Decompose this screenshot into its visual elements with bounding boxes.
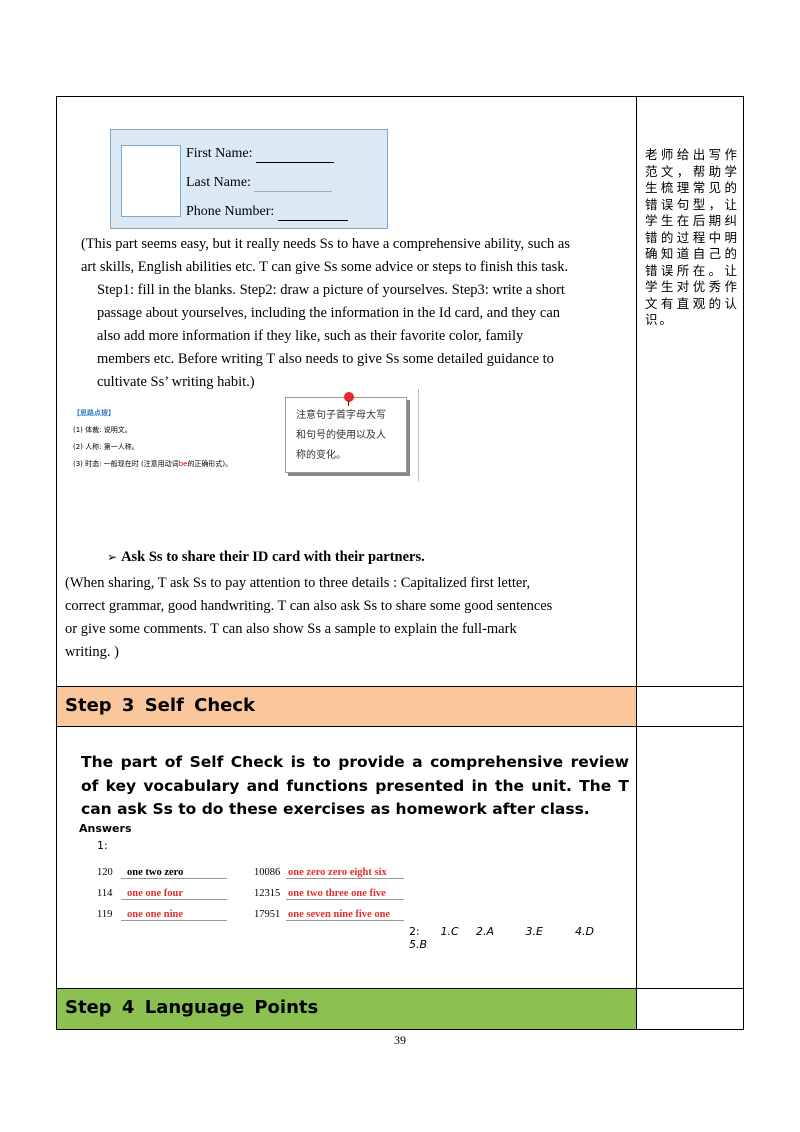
phone-blank bbox=[277, 204, 348, 221]
answer-value: one one nine bbox=[121, 909, 227, 921]
part2-answers: 2: 1.C 2.A 3.E 4.D 5.B bbox=[409, 925, 636, 951]
step3-title: Step 3 Self Check bbox=[65, 695, 256, 716]
sticky-note-line: 注意句子首字母大写 bbox=[296, 410, 386, 421]
note-paragraph-line: passage about yourselves, including the … bbox=[97, 305, 561, 321]
answer-item: 114 one one four bbox=[97, 888, 227, 900]
side-note: 老师给出写作范文，帮助学生梳理常见的错误句型，让学生在后期纠错的过程中明确知道自… bbox=[645, 147, 739, 327]
phone-line: Phone Number: bbox=[186, 204, 348, 221]
last-name-line: Last Name: bbox=[186, 175, 333, 192]
answer-item: 119 one one nine bbox=[97, 909, 227, 921]
note-paragraph-line: (This part seems easy, but it really nee… bbox=[81, 236, 570, 252]
phone-label: Phone Number: bbox=[186, 204, 275, 219]
note-paragraph-line: Step1: fill in the blanks. Step2: draw a… bbox=[97, 282, 565, 298]
share-bullet: ➢Ask Ss to share their ID card with thei… bbox=[107, 549, 425, 566]
empty-cell bbox=[637, 989, 743, 1029]
lesson-plan-table: First Name: Last Name: Phone Number: (Th… bbox=[56, 96, 744, 1030]
answer-value: one seven nine five one bbox=[286, 909, 404, 921]
tips-line: (2) 人称: 第一人称。 bbox=[73, 443, 139, 451]
mcq-answer: 1.C bbox=[440, 925, 459, 938]
answer-item: 10086 one zero zero eight six bbox=[254, 867, 404, 879]
answer-item: 17951 one seven nine five one bbox=[254, 909, 404, 921]
empty-cell bbox=[637, 727, 743, 988]
answer-number: 17951 bbox=[254, 909, 281, 920]
mcq-answer: 4.D bbox=[575, 925, 594, 938]
answer-value: one two zero bbox=[121, 867, 227, 879]
activity-cell: First Name: Last Name: Phone Number: (Th… bbox=[57, 97, 637, 686]
step3-header-cell: Step 3 Self Check bbox=[57, 687, 637, 726]
note-paragraph-line: art skills, English abilities etc. T can… bbox=[81, 259, 569, 275]
answers-label: Answers bbox=[79, 822, 132, 835]
id-card-sample: First Name: Last Name: Phone Number: bbox=[110, 129, 388, 229]
tips-line: (1) 体裁: 说明文。 bbox=[73, 426, 132, 434]
share-bullet-text: Ask Ss to share their ID card with their… bbox=[121, 549, 425, 565]
tips-text: (3) 时态: 一般现在时 (注意用动词 bbox=[73, 460, 179, 468]
first-name-label: First Name: bbox=[186, 146, 253, 161]
answer-number: 114 bbox=[97, 888, 113, 899]
answer-value: one one four bbox=[121, 888, 227, 900]
last-name-label: Last Name: bbox=[186, 175, 251, 190]
divider bbox=[418, 389, 419, 481]
arrow-bullet-icon: ➢ bbox=[107, 550, 118, 564]
answer-number: 120 bbox=[97, 867, 113, 878]
mcq-answer: 2.A bbox=[476, 925, 495, 938]
tips-line: (3) 时态: 一般现在时 (注意用动词be的正确形式)。 bbox=[73, 456, 232, 473]
side-note-cell: 老师给出写作范文，帮助学生梳理常见的错误句型，让学生在后期纠错的过程中明确知道自… bbox=[637, 97, 743, 686]
tips-highlight: be bbox=[178, 460, 188, 468]
sticky-note-line: 和句号的使用以及人 bbox=[296, 430, 386, 441]
part2-label: 2: bbox=[409, 925, 420, 938]
answer-item: 12315 one two three one five bbox=[254, 888, 404, 900]
mcq-answer: 3.E bbox=[525, 925, 543, 938]
share-paragraph-line: correct grammar, good handwriting. T can… bbox=[65, 598, 553, 614]
page-number: 39 bbox=[394, 1033, 406, 1047]
sticky-note-line: 称的变化。 bbox=[296, 450, 346, 461]
writing-tips: 【思路点拨】 (1) 体裁: 说明文。 (2) 人称: 第一人称。 (3) 时态… bbox=[73, 405, 232, 473]
step4-header-cell: Step 4 Language Points bbox=[57, 989, 637, 1029]
tips-title: 【思路点拨】 bbox=[73, 409, 115, 417]
first-name-line: First Name: bbox=[186, 146, 334, 163]
answer-number: 10086 bbox=[254, 867, 281, 878]
answer-number: 119 bbox=[97, 909, 113, 920]
photo-box bbox=[121, 145, 181, 217]
note-paragraph-line: cultivate Ss’ writing habit.) bbox=[97, 374, 255, 390]
step4-header-row: Step 4 Language Points bbox=[57, 989, 743, 1029]
answer-item: 120 one two zero bbox=[97, 867, 227, 879]
activity-row: First Name: Last Name: Phone Number: (Th… bbox=[57, 97, 743, 687]
sticky-note: 注意句子首字母大写 和句号的使用以及人 称的变化。 bbox=[285, 392, 407, 473]
note-paragraph-line: members etc. Before writing T also needs… bbox=[97, 351, 554, 367]
pushpin-icon bbox=[344, 392, 354, 402]
self-check-text: The part of Self Check is to provide a c… bbox=[81, 753, 629, 818]
answer-value: one two three one five bbox=[286, 888, 404, 900]
note-paragraph-line: also add more information if they like, … bbox=[97, 328, 524, 344]
answer-number: 12315 bbox=[254, 888, 281, 899]
tips-text: 的正确形式)。 bbox=[187, 460, 233, 468]
pushpin-stem bbox=[348, 400, 349, 406]
answer-value: one zero zero eight six bbox=[286, 867, 404, 879]
self-check-row: The part of Self Check is to provide a c… bbox=[57, 727, 743, 989]
empty-cell bbox=[637, 687, 743, 726]
share-paragraph-line: or give some comments. T can also show S… bbox=[65, 621, 517, 637]
step4-title: Step 4 Language Points bbox=[65, 997, 319, 1018]
share-paragraph-line: (When sharing, T ask Ss to pay attention… bbox=[65, 575, 531, 591]
share-paragraph-line: writing. ) bbox=[65, 644, 119, 660]
mcq-answer: 5.B bbox=[409, 938, 428, 951]
part1-label: 1: bbox=[97, 839, 108, 852]
last-name-blank bbox=[254, 175, 333, 192]
self-check-cell: The part of Self Check is to provide a c… bbox=[57, 727, 637, 988]
step3-header-row: Step 3 Self Check bbox=[57, 687, 743, 727]
first-name-blank bbox=[256, 146, 334, 163]
